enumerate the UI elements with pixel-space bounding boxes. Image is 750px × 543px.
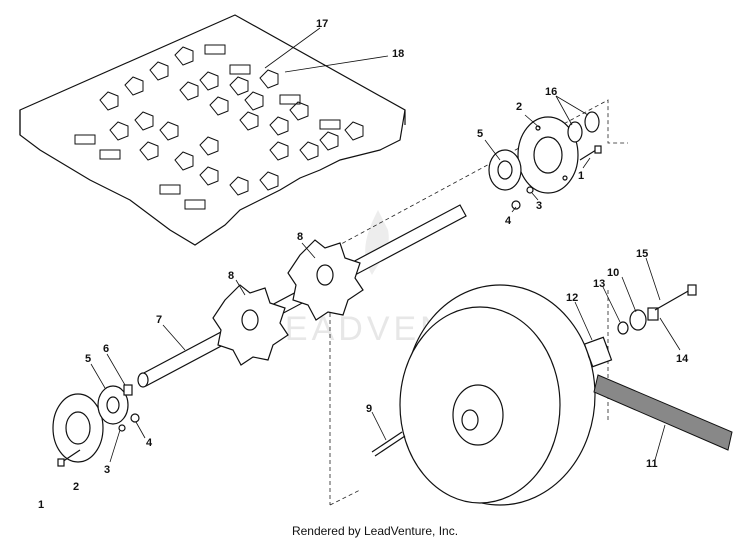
callout-2-right: 2 [516,101,522,113]
key-9 [371,431,406,457]
callout-3-left: 3 [104,464,110,476]
bolt-1-left [57,449,81,467]
callout-5-right: 5 [477,128,483,140]
washers-16 [567,111,600,143]
callout-1-left: 1 [38,499,44,511]
callout-15: 15 [636,248,648,260]
callout-11: 11 [646,458,658,470]
footer-credit: Rendered by LeadVenture, Inc. [291,524,459,538]
callout-2-left: 2 [73,481,79,493]
callout-4-right: 4 [505,215,512,227]
callout-18: 18 [392,48,404,60]
nut-washer-left [118,413,140,432]
callout-8-left: 8 [228,270,234,282]
callout-1-right: 1 [578,170,584,182]
track-lugs [99,46,364,196]
bolt-1-right [579,145,602,161]
spacer-12 [583,336,613,368]
callouts: 18 17 5 2 16 1 4 3 8 8 7 6 5 4 3 2 1 9 1… [38,18,689,511]
sprocket-right [287,239,364,321]
track-belt [19,14,406,246]
callout-6: 6 [103,343,109,355]
nut-washer-right [511,186,534,210]
washer-13 [617,321,629,335]
washer-10 [629,309,647,331]
leader-lines [90,27,681,463]
callout-17: 17 [316,18,328,30]
drive-wheel [399,284,596,506]
bearing-flange-right [517,116,579,194]
callout-10: 10 [607,267,619,279]
collar-6 [123,384,133,396]
callout-14: 14 [676,353,689,365]
track-clip-11 [593,374,733,451]
bearing-right [488,149,522,191]
callout-9: 9 [366,403,372,415]
callout-4-left: 4 [146,437,153,449]
callout-7: 7 [156,314,162,326]
callout-13: 13 [593,278,605,290]
bearing-flange-left [52,393,104,463]
bolt-15 [654,284,697,311]
callout-5-left: 5 [85,353,91,365]
callout-3-right: 3 [536,200,542,212]
sprocket-left [212,284,289,366]
callout-8-right: 8 [297,231,303,243]
callout-16: 16 [545,86,557,98]
bearing-left [97,385,129,425]
nut-14 [647,307,659,321]
callout-12: 12 [566,292,578,304]
